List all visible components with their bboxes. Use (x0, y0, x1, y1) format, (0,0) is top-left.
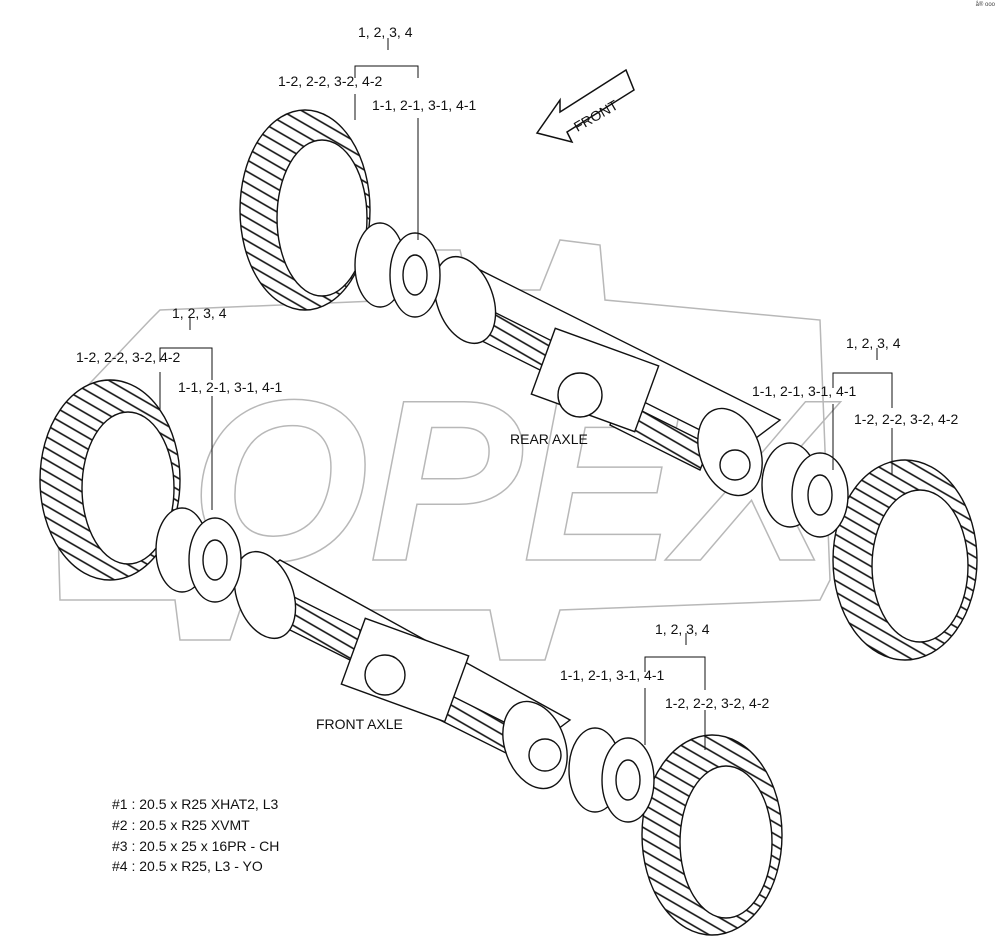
front-axle-label: FRONT AXLE (316, 716, 403, 732)
front-right-rim (568, 727, 655, 823)
rear-right-rim (761, 442, 849, 538)
callout-top-all: 1, 2, 3, 4 (358, 24, 413, 40)
callout-left-outer: 1-2, 2-2, 3-2, 4-2 (76, 349, 180, 365)
callout-right-inner: 1-1, 2-1, 3-1, 4-1 (752, 383, 856, 399)
callout-right-outer: 1-2, 2-2, 3-2, 4-2 (854, 411, 958, 427)
callout-left-inner: 1-1, 2-1, 3-1, 4-1 (178, 379, 282, 395)
front-arrow: FRONT (535, 68, 635, 144)
callout-left: 1, 2, 3, 4 1-2, 2-2, 3-2, 4-2 1-1, 2-1, … (76, 305, 282, 395)
front-axle-housing (233, 550, 572, 790)
rear-axle-housing (433, 255, 782, 497)
leader-lines (159, 38, 893, 750)
rear-axle-label: REAR AXLE (510, 431, 588, 447)
rear-left-tire (239, 109, 371, 311)
callout-right-all: 1, 2, 3, 4 (846, 335, 901, 351)
callout-left-all: 1, 2, 3, 4 (172, 305, 227, 321)
callout-bottom-outer: 1-2, 2-2, 3-2, 4-2 (665, 695, 769, 711)
callout-top-inner: 1-1, 2-1, 3-1, 4-1 (372, 97, 476, 113)
legend-item-3: #3 : 20.5 x 25 x 16PR - CH (112, 838, 280, 854)
legend-item-1: #1 : 20.5 x R25 XHAT2, L3 (112, 796, 279, 812)
callout-bottom: 1, 2, 3, 4 1-1, 2-1, 3-1, 4-1 1-2, 2-2, … (560, 621, 769, 711)
corner-mark: å® ooo (975, 2, 995, 8)
callout-right: 1, 2, 3, 4 1-1, 2-1, 3-1, 4-1 1-2, 2-2, … (752, 335, 958, 427)
rear-right-tire (832, 459, 978, 661)
legend-item-2: #2 : 20.5 x R25 XVMT (112, 817, 250, 833)
front-left-tire (39, 379, 181, 581)
callout-bottom-inner: 1-1, 2-1, 3-1, 4-1 (560, 667, 664, 683)
front-right-tire (641, 734, 783, 936)
callout-bottom-all: 1, 2, 3, 4 (655, 621, 710, 637)
callout-top-outer: 1-2, 2-2, 3-2, 4-2 (278, 73, 382, 89)
callout-top: 1, 2, 3, 4 1-2, 2-2, 3-2, 4-2 1-1, 2-1, … (278, 24, 476, 113)
front-left-rim (155, 507, 242, 603)
rear-left-rim (354, 222, 441, 318)
legend-item-4: #4 : 20.5 x R25, L3 - YO (112, 858, 263, 874)
